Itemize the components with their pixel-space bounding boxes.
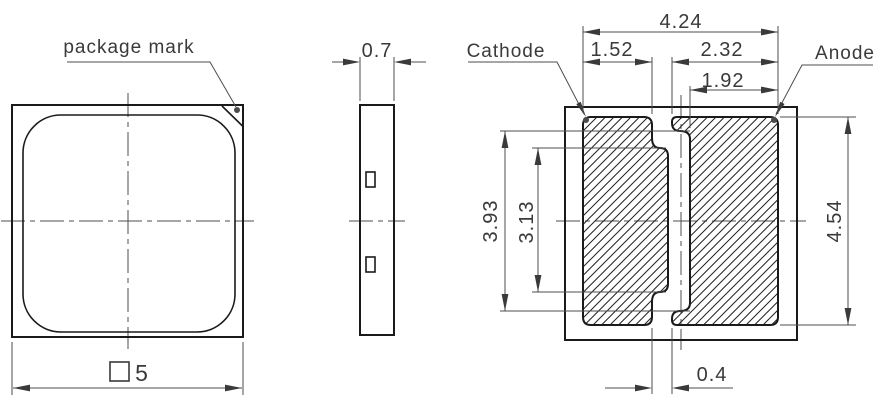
anode-label: Anode: [815, 43, 875, 64]
dim-anode-outer-width-text: 2.32: [701, 39, 744, 61]
dim-thickness-text: 0.7: [362, 40, 393, 62]
cathode-mark-dot: [583, 117, 589, 123]
cathode-label: Cathode: [467, 41, 546, 62]
dim-overall-arrow-left: [583, 28, 600, 36]
dim-size-arrow-right: [225, 384, 242, 392]
dim-recess-height-text: 3.93: [480, 200, 502, 243]
pad-view-package-outline: [564, 106, 798, 341]
dim-anode-inner-arrow-left: [690, 86, 707, 94]
dim-recess-arrow-top: [501, 131, 509, 148]
dim-cathode-width-text: 1.52: [591, 39, 634, 61]
dim-recess-arrow-bottom: [501, 294, 509, 311]
anode-mark-dot: [771, 117, 777, 123]
dim-step-arrow-bottom: [534, 275, 542, 292]
dim-overall-width-text: 4.24: [660, 11, 703, 33]
side-view-electrode-bottom: [365, 256, 376, 273]
dim-gap-arrow-left: [635, 384, 652, 392]
cathode-leader: [468, 61, 585, 115]
side-view-body: [359, 104, 395, 336]
top-view-lens-outline: [22, 114, 236, 333]
top-view-package-outline: [11, 104, 244, 338]
dim-step-arrow-top: [534, 148, 542, 165]
dim-anode-inner-width-text: 1.92: [702, 70, 745, 92]
package-mark-leader: [67, 61, 237, 108]
dim-pad-height-text: 4.54: [824, 200, 846, 243]
dim-pad-height-arrow-bottom: [844, 308, 852, 325]
dim-gap-arrow-right: [672, 384, 689, 392]
package-mark-dot: [234, 107, 240, 113]
dim-overall-arrow-right: [761, 28, 778, 36]
square-symbol-icon: [109, 361, 130, 382]
dim-anode-inner-arrow-right: [761, 86, 778, 94]
dim-step-height-text: 3.13: [516, 201, 538, 244]
dim-anode-outer-arrow-right: [761, 58, 778, 66]
cathode-leader-arrow: [576, 101, 586, 117]
side-view: 0.7: [332, 40, 426, 336]
side-view-electrode-top: [365, 171, 376, 188]
anode-leader: [775, 64, 873, 115]
dim-thickness-arrow-right: [394, 58, 411, 66]
dim-anode-outer-arrow-left: [672, 58, 689, 66]
dim-cathode-arrow-left: [583, 58, 600, 66]
dim-size-arrow-left: [13, 384, 30, 392]
top-view-corner-chamfer: [221, 105, 244, 127]
dim-pad-height-arrow-top: [844, 117, 852, 134]
dim-cathode-arrow-right: [635, 58, 652, 66]
dim-thickness-arrow-left: [343, 58, 360, 66]
anode-leader-arrow: [775, 101, 785, 117]
top-view: package mark 5: [1, 37, 254, 395]
dim-size-text: 5: [135, 360, 149, 386]
pad-view: Cathode Anode 4.24 1.52 2.32 1.92: [467, 11, 875, 394]
package-mark-label: package mark: [63, 37, 194, 58]
dim-pad-gap-text: 0.4: [697, 364, 728, 386]
